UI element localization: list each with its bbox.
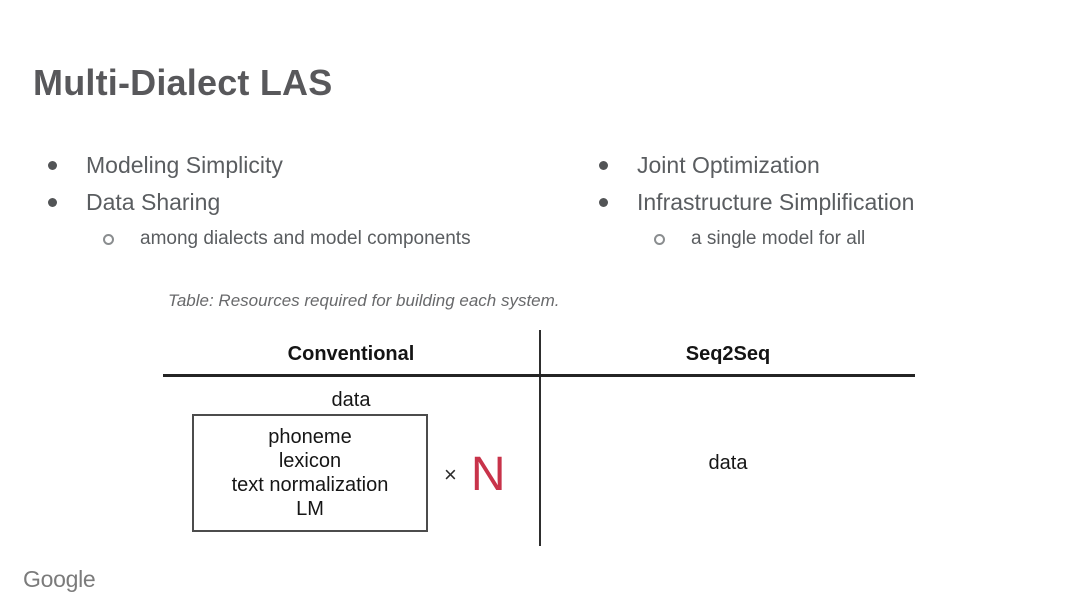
bullet-label: Joint Optimization	[637, 152, 820, 178]
hollow-bullet-icon	[654, 233, 665, 245]
bullet-item: Modeling Simplicity	[48, 147, 471, 184]
table-header-rule	[163, 374, 915, 377]
resource-item: LM	[296, 498, 324, 520]
conventional-data-label: data	[331, 389, 371, 411]
sub-bullet-item: among dialects and model components	[48, 226, 471, 252]
bullet-dot-icon	[599, 198, 608, 207]
bullet-dot-icon	[48, 198, 57, 207]
times-sign: ×	[444, 462, 457, 487]
bullet-column-right: Joint Optimization Infrastructure Simpli…	[599, 147, 914, 252]
bullet-label: Data Sharing	[86, 189, 221, 215]
bullet-item: Joint Optimization	[599, 147, 914, 184]
hollow-bullet-icon	[103, 233, 114, 245]
resource-item: phoneme	[268, 426, 352, 448]
resource-item: text normalization	[231, 474, 389, 496]
multiplier-n: N	[470, 448, 506, 501]
bullet-item: Infrastructure Simplification	[599, 184, 914, 221]
google-logo: Google	[23, 566, 96, 592]
bullet-column-left: Modeling Simplicity Data Sharing among d…	[48, 147, 471, 252]
seq2seq-data-label: data	[708, 452, 748, 474]
table-column-divider	[539, 330, 541, 546]
sub-bullet-label: a single model for all	[691, 228, 866, 249]
sub-bullet-label: among dialects and model components	[140, 228, 471, 249]
table-caption: Table: Resources required for building e…	[168, 291, 560, 310]
bullet-label: Infrastructure Simplification	[637, 189, 915, 215]
bullet-item: Data Sharing	[48, 184, 471, 221]
multiplier-annotation: × N	[444, 444, 506, 506]
sub-bullet-item: a single model for all	[599, 226, 914, 252]
table-header-seq2seq: Seq2Seq	[685, 343, 771, 365]
resource-item: lexicon	[278, 450, 342, 472]
conventional-resources-box: phoneme lexicon text normalization LM	[192, 414, 428, 532]
bullet-label: Modeling Simplicity	[86, 152, 283, 178]
slide-title: Multi-Dialect LAS	[33, 62, 333, 103]
bullet-dot-icon	[48, 161, 57, 170]
table-header-conventional: Conventional	[287, 343, 415, 365]
bullet-dot-icon	[599, 161, 608, 170]
